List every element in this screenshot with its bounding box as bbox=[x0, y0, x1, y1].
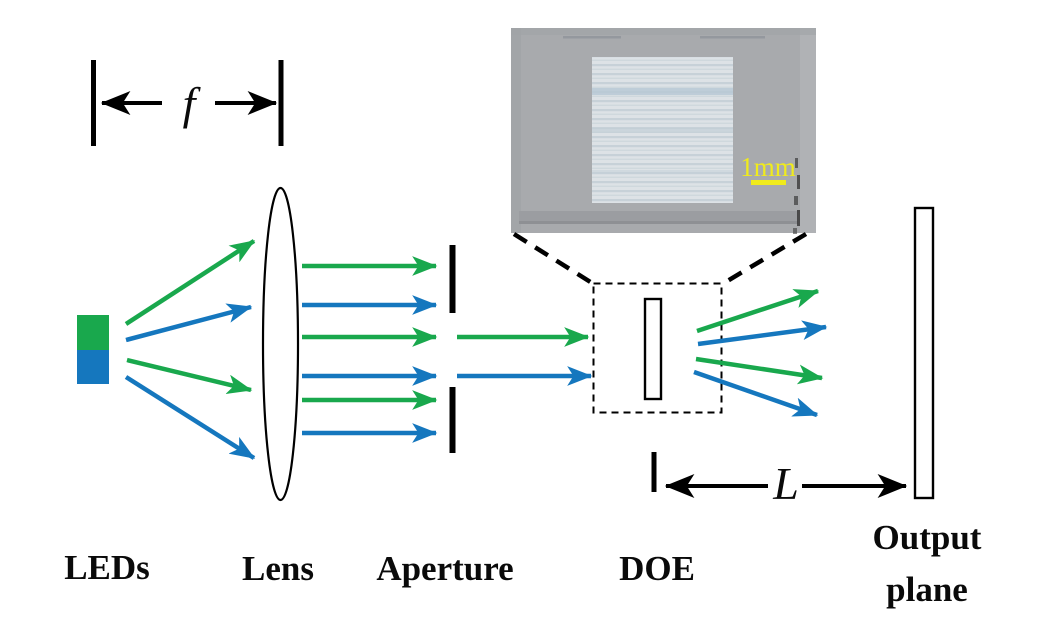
ray-diffracted-green-down bbox=[695, 356, 824, 385]
label-output-line1: Output bbox=[873, 518, 982, 557]
doe-element bbox=[643, 297, 663, 401]
photo-top-dash-right bbox=[700, 36, 765, 39]
label-leds: LEDs bbox=[64, 548, 150, 587]
green-led bbox=[77, 315, 109, 350]
focal-length-symbol: f bbox=[183, 78, 202, 129]
ray-led-blue-down bbox=[124, 375, 256, 460]
focal-length-dimension: f bbox=[91, 60, 284, 146]
led-source bbox=[77, 315, 109, 384]
label-output-line2: plane bbox=[886, 570, 968, 609]
slide-bottom-edge-shadow bbox=[519, 221, 798, 224]
lens-ellipse bbox=[261, 186, 300, 502]
inset-connector-left bbox=[512, 232, 594, 285]
ray-led-green-up bbox=[124, 239, 256, 326]
grating-band-2 bbox=[592, 128, 733, 133]
slide-edge-speckles bbox=[793, 158, 800, 234]
grating-band-1 bbox=[592, 88, 733, 95]
ray-led-blue-up bbox=[125, 303, 253, 343]
blue-led bbox=[77, 350, 109, 384]
scale-bar bbox=[751, 180, 786, 185]
distance-symbol: L bbox=[772, 458, 799, 509]
photo-top-shade bbox=[511, 28, 816, 35]
slide-bottom-edge bbox=[519, 211, 798, 221]
scale-bar-label: 1mm bbox=[740, 152, 796, 182]
inset-connector-right bbox=[722, 232, 808, 285]
photo-right-margin bbox=[800, 28, 816, 233]
photo-top-dash-left bbox=[563, 36, 621, 39]
output-plane bbox=[913, 206, 935, 500]
ray-diffracted-green-up bbox=[696, 288, 820, 334]
label-aperture: Aperture bbox=[376, 549, 513, 588]
distance-dimension: L bbox=[651, 452, 908, 509]
ray-led-green-down bbox=[126, 357, 253, 395]
ray-diffracted-blue-down bbox=[693, 369, 819, 418]
photo-left-shade bbox=[511, 28, 521, 233]
grating-band-3 bbox=[592, 170, 733, 174]
ray-diffracted-blue-up bbox=[697, 320, 828, 347]
doe-photo-inset: 1mm bbox=[511, 28, 816, 234]
label-lens: Lens bbox=[242, 549, 314, 588]
doe-dashed-box bbox=[592, 282, 723, 414]
label-doe: DOE bbox=[619, 549, 695, 588]
